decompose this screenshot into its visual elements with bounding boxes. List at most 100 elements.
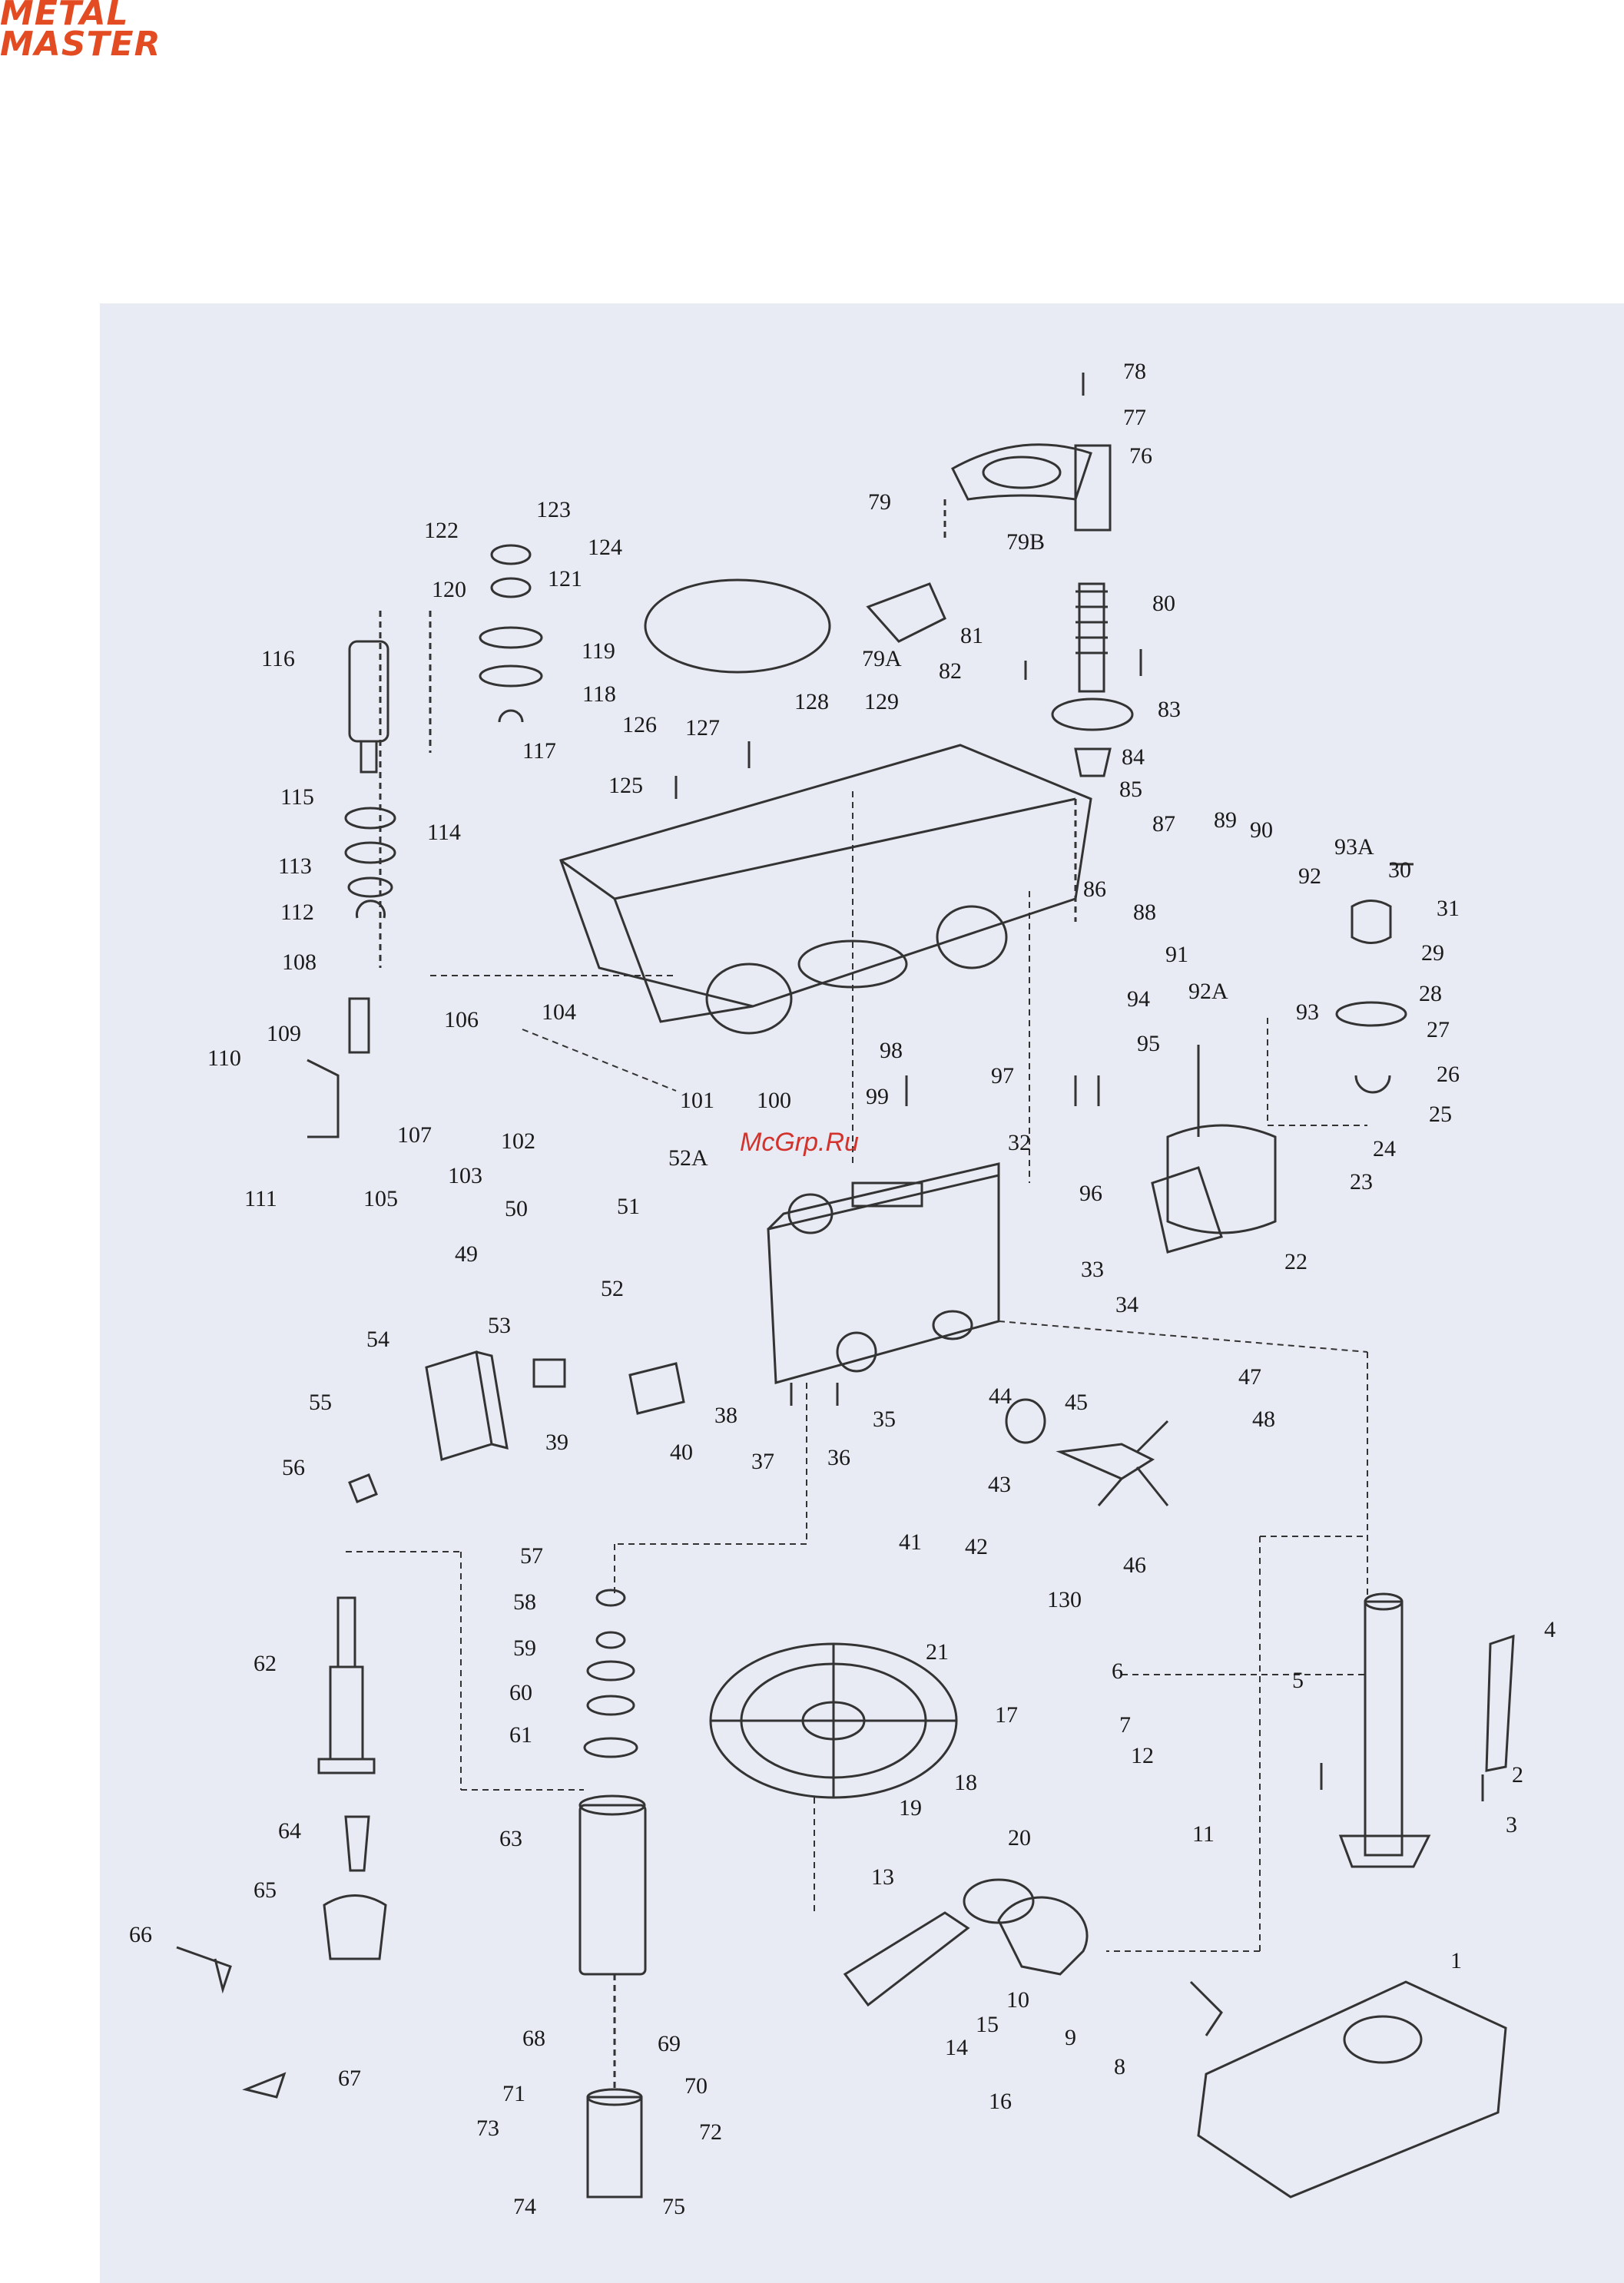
callout-85: 85 (1119, 777, 1142, 802)
callout-14: 14 (945, 2035, 968, 2060)
callout-52: 52 (601, 1276, 624, 1301)
callout-104: 104 (542, 999, 576, 1025)
callout-54: 54 (366, 1327, 389, 1352)
callout-41: 41 (899, 1529, 922, 1555)
callout-79: 79 (868, 489, 891, 515)
callout-122: 122 (424, 518, 459, 543)
callout-55: 55 (309, 1390, 332, 1415)
callout-47: 47 (1238, 1364, 1261, 1390)
callout-45: 45 (1065, 1390, 1088, 1415)
callout-35: 35 (873, 1407, 896, 1432)
callout-75: 75 (662, 2194, 685, 2219)
callout-3: 3 (1506, 1812, 1517, 1837)
callout-19: 19 (899, 1795, 922, 1821)
callout-1: 1 (1450, 1948, 1462, 1973)
callout-108: 108 (282, 949, 317, 975)
callout-112: 112 (280, 900, 314, 925)
callout-37: 37 (751, 1449, 774, 1474)
callout-87: 87 (1152, 811, 1175, 837)
callout-105: 105 (363, 1186, 398, 1211)
callout-126: 126 (622, 712, 657, 737)
callout-25: 25 (1429, 1102, 1452, 1127)
callout-99: 99 (866, 1084, 889, 1109)
fasteners (674, 373, 1484, 1801)
callout-12: 12 (1131, 1743, 1154, 1768)
callout-33: 33 (1081, 1257, 1104, 1282)
callout-123: 123 (536, 497, 571, 522)
callout-115: 115 (280, 784, 314, 810)
callout-91: 91 (1165, 942, 1188, 967)
callout-40: 40 (670, 1440, 693, 1465)
callout-68: 68 (522, 2026, 545, 2051)
callout-36: 36 (827, 1445, 850, 1470)
callout-2: 2 (1512, 1762, 1523, 1788)
callout-114: 114 (427, 820, 461, 845)
callout-79B: 79B (1006, 529, 1045, 555)
callout-107: 107 (397, 1122, 432, 1148)
callout-56: 56 (282, 1455, 305, 1480)
callout-98: 98 (880, 1038, 903, 1063)
callout-31: 31 (1437, 896, 1460, 921)
callout-103: 103 (448, 1163, 482, 1188)
callout-130: 130 (1047, 1587, 1082, 1612)
callout-89: 89 (1214, 807, 1237, 833)
callout-23: 23 (1350, 1169, 1373, 1195)
callout-4: 4 (1544, 1617, 1556, 1642)
callout-17: 17 (995, 1702, 1018, 1728)
table-bracket (843, 1878, 1223, 2036)
callout-92: 92 (1298, 863, 1321, 889)
pulley-guard (559, 744, 1092, 1035)
callout-109: 109 (267, 1021, 301, 1046)
callout-84: 84 (1122, 744, 1145, 770)
callout-58: 58 (513, 1589, 536, 1615)
spindle-pulley-assembly (866, 443, 1134, 922)
callout-16: 16 (989, 2089, 1012, 2114)
callout-29: 29 (1421, 940, 1444, 966)
callout-69: 69 (658, 2031, 681, 2056)
callout-73: 73 (476, 2116, 499, 2141)
callout-90: 90 (1250, 817, 1273, 843)
motor (1151, 1045, 1277, 1254)
callout-95: 95 (1137, 1031, 1160, 1056)
callout-60: 60 (509, 1680, 532, 1705)
callout-46: 46 (1123, 1552, 1146, 1578)
feed-handle (1005, 1398, 1169, 1506)
callout-93A: 93A (1334, 834, 1374, 860)
callout-88: 88 (1133, 900, 1156, 925)
callout-79A: 79A (862, 646, 902, 671)
head-casting (767, 1162, 1000, 1384)
callout-22: 22 (1284, 1249, 1307, 1274)
callout-82: 82 (939, 658, 962, 684)
callout-128: 128 (794, 689, 829, 714)
callout-49: 49 (455, 1241, 478, 1267)
callout-97: 97 (991, 1063, 1014, 1088)
callout-59: 59 (513, 1635, 536, 1661)
callout-20: 20 (1008, 1825, 1031, 1851)
callout-102: 102 (501, 1128, 535, 1154)
callout-28: 28 (1419, 981, 1442, 1006)
callout-11: 11 (1192, 1821, 1215, 1847)
callout-15: 15 (976, 2012, 999, 2037)
callout-64: 64 (278, 1818, 301, 1844)
work-table (709, 1642, 958, 1799)
callout-8: 8 (1114, 2054, 1125, 2079)
callout-86: 86 (1083, 876, 1106, 902)
callout-70: 70 (684, 2073, 708, 2099)
callout-71: 71 (502, 2081, 525, 2106)
callout-83: 83 (1158, 697, 1181, 722)
callout-30: 30 (1388, 857, 1411, 883)
callout-111: 111 (244, 1186, 277, 1211)
callout-43: 43 (988, 1472, 1011, 1497)
callout-9: 9 (1065, 2025, 1076, 2050)
callout-127: 127 (685, 715, 720, 741)
callout-118: 118 (582, 681, 616, 707)
spindle-lower (176, 1589, 647, 2199)
callout-129: 129 (864, 689, 899, 714)
callout-80: 80 (1152, 591, 1175, 616)
callout-124: 124 (588, 535, 622, 560)
callout-77: 77 (1123, 405, 1146, 430)
callout-21: 21 (926, 1639, 949, 1665)
column-and-base (1197, 1592, 1515, 2199)
callout-106: 106 (444, 1007, 479, 1032)
